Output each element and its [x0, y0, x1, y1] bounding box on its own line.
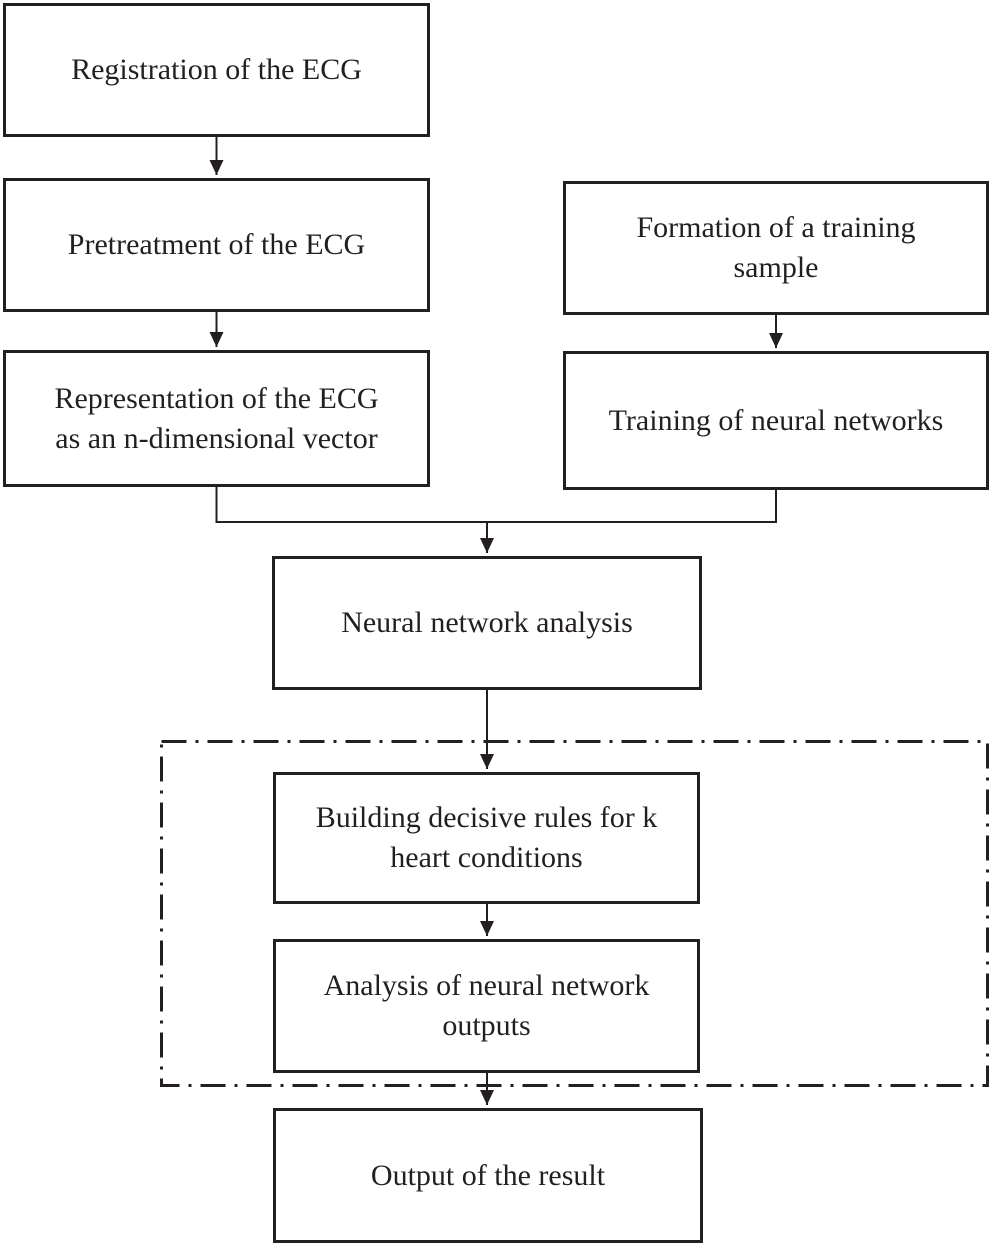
node-label: Pretreatment of the ECG	[67, 228, 366, 262]
node-registration-of-ecg: Registration of the ECG	[3, 3, 430, 137]
node-building-decisive-rules: Building decisive rules for k heart cond…	[273, 772, 700, 904]
node-label: Building decisive rules for k heart cond…	[315, 801, 658, 874]
node-label: Formation of a training sample	[636, 211, 916, 284]
node-label: Representation of the ECG as an n-dimens…	[54, 381, 379, 455]
node-neural-network-analysis: Neural network analysis	[272, 556, 702, 690]
merge-connector	[215, 486, 777, 523]
node-label: Output of the result	[370, 1158, 606, 1192]
dash-dot-group-border	[160, 740, 989, 1087]
node-label: Registration of the ECG	[71, 53, 362, 87]
node-representation-as-vector: Representation of the ECG as an n-dimens…	[3, 350, 430, 487]
node-training-neural-networks: Training of neural networks	[563, 351, 989, 490]
node-label: Neural network analysis	[341, 606, 633, 640]
node-label: Analysis of neural network outputs	[323, 969, 650, 1042]
node-pretreatment-of-ecg: Pretreatment of the ECG	[3, 178, 430, 312]
node-label: Training of neural networks	[608, 403, 944, 437]
node-analysis-of-outputs: Analysis of neural network outputs	[273, 939, 700, 1073]
node-formation-training-sample: Formation of a training sample	[563, 181, 989, 315]
node-output-of-result: Output of the result	[273, 1108, 703, 1243]
